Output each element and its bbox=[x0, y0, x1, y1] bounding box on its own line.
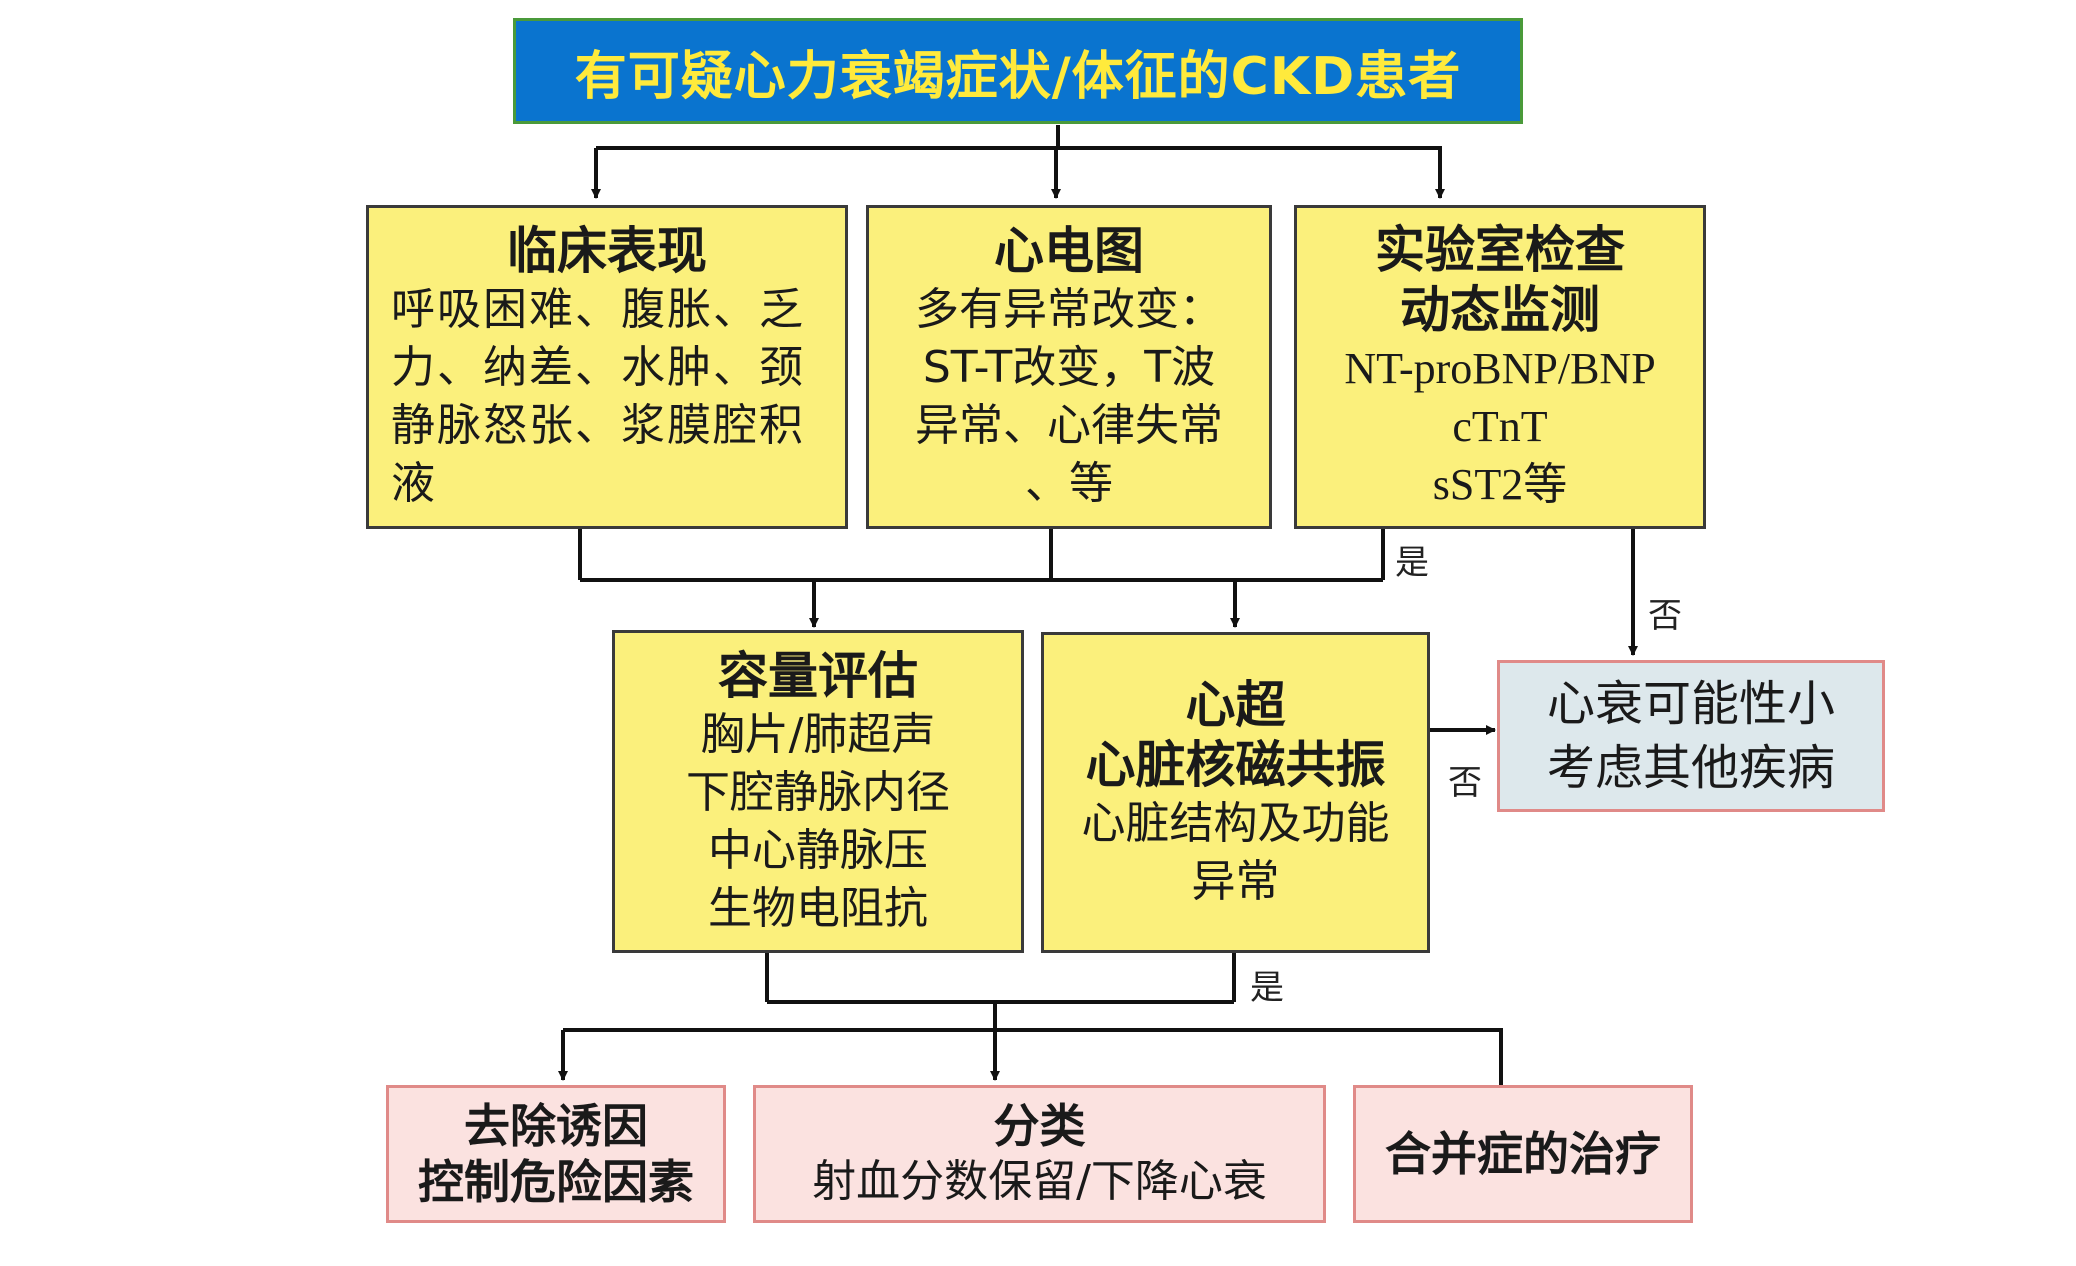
unlikely-line-2: 考虑其他疾病 bbox=[1546, 740, 1835, 796]
classify-box: 分类 射血分数保留/下降心衰 bbox=[753, 1085, 1326, 1223]
volume-line-4: 生物电阻抗 bbox=[708, 882, 928, 934]
ecg-line-2: ST-T改变，T波 bbox=[922, 342, 1216, 393]
echo-line-1: 心脏结构及功能 bbox=[1081, 797, 1390, 849]
volume-line-1: 胸片/肺超声 bbox=[700, 708, 936, 760]
echo-line-2: 异常 bbox=[1191, 855, 1280, 907]
echo-heading-1: 心超 bbox=[1185, 675, 1286, 734]
unlikely-box: 心衰可能性小 考虑其他疾病 bbox=[1497, 660, 1885, 812]
lab-heading-2: 动态监测 bbox=[1400, 281, 1600, 339]
remove-heading-2: 控制危险因素 bbox=[418, 1155, 694, 1209]
classify-text: 射血分数保留/下降心衰 bbox=[812, 1156, 1267, 1207]
lab-box: 实验室检查 动态监测 NT-proBNP/BNP cTnT sST2等 bbox=[1294, 205, 1706, 529]
ecg-line-1: 多有异常改变： bbox=[915, 284, 1223, 335]
remove-heading-1: 去除诱因 bbox=[464, 1099, 648, 1153]
echo-heading-2: 心脏核磁共振 bbox=[1085, 735, 1386, 794]
title-text: 有可疑心力衰竭症状/体征的CKD患者 bbox=[574, 46, 1462, 107]
label-no-echo: 否 bbox=[1448, 763, 1482, 803]
title-box: 有可疑心力衰竭症状/体征的CKD患者 bbox=[513, 18, 1523, 124]
classify-heading: 分类 bbox=[993, 1099, 1086, 1153]
ecg-line-3: 异常、心律失常 bbox=[915, 400, 1223, 451]
clinical-heading: 临床表现 bbox=[507, 222, 707, 280]
ecg-line-4: 、等 bbox=[1025, 458, 1113, 509]
echo-box: 心超 心脏核磁共振 心脏结构及功能 异常 bbox=[1041, 632, 1430, 953]
ecg-heading: 心电图 bbox=[994, 222, 1144, 280]
label-yes-lab: 是 bbox=[1395, 543, 1429, 583]
lab-heading-1: 实验室检查 bbox=[1375, 221, 1625, 279]
volume-heading: 容量评估 bbox=[718, 646, 918, 705]
lab-line-3: sST2等 bbox=[1432, 460, 1568, 509]
lab-line-1: NT-proBNP/BNP bbox=[1344, 344, 1656, 393]
volume-line-3: 中心静脉压 bbox=[708, 824, 928, 876]
label-yes-echo: 是 bbox=[1250, 968, 1284, 1008]
comorbidity-box: 合并症的治疗 bbox=[1353, 1085, 1693, 1223]
ecg-box: 心电图 多有异常改变： ST-T改变，T波 异常、心律失常 、等 bbox=[866, 205, 1272, 529]
remove-box: 去除诱因 控制危险因素 bbox=[386, 1085, 726, 1223]
unlikely-line-1: 心衰可能性小 bbox=[1546, 676, 1835, 732]
volume-box: 容量评估 胸片/肺超声 下腔静脉内径 中心静脉压 生物电阻抗 bbox=[612, 630, 1024, 953]
clinical-text: 呼吸困难、腹胀、乏力、纳差、水肿、颈静脉怒张、浆膜腔积液 bbox=[391, 284, 805, 509]
volume-line-2: 下腔静脉内径 bbox=[686, 766, 950, 818]
clinical-box: 临床表现 呼吸困难、腹胀、乏力、纳差、水肿、颈静脉怒张、浆膜腔积液 bbox=[366, 205, 848, 529]
comorbidity-heading: 合并症的治疗 bbox=[1385, 1127, 1661, 1181]
lab-line-2: cTnT bbox=[1452, 402, 1548, 451]
label-no-lab: 否 bbox=[1648, 596, 1682, 636]
